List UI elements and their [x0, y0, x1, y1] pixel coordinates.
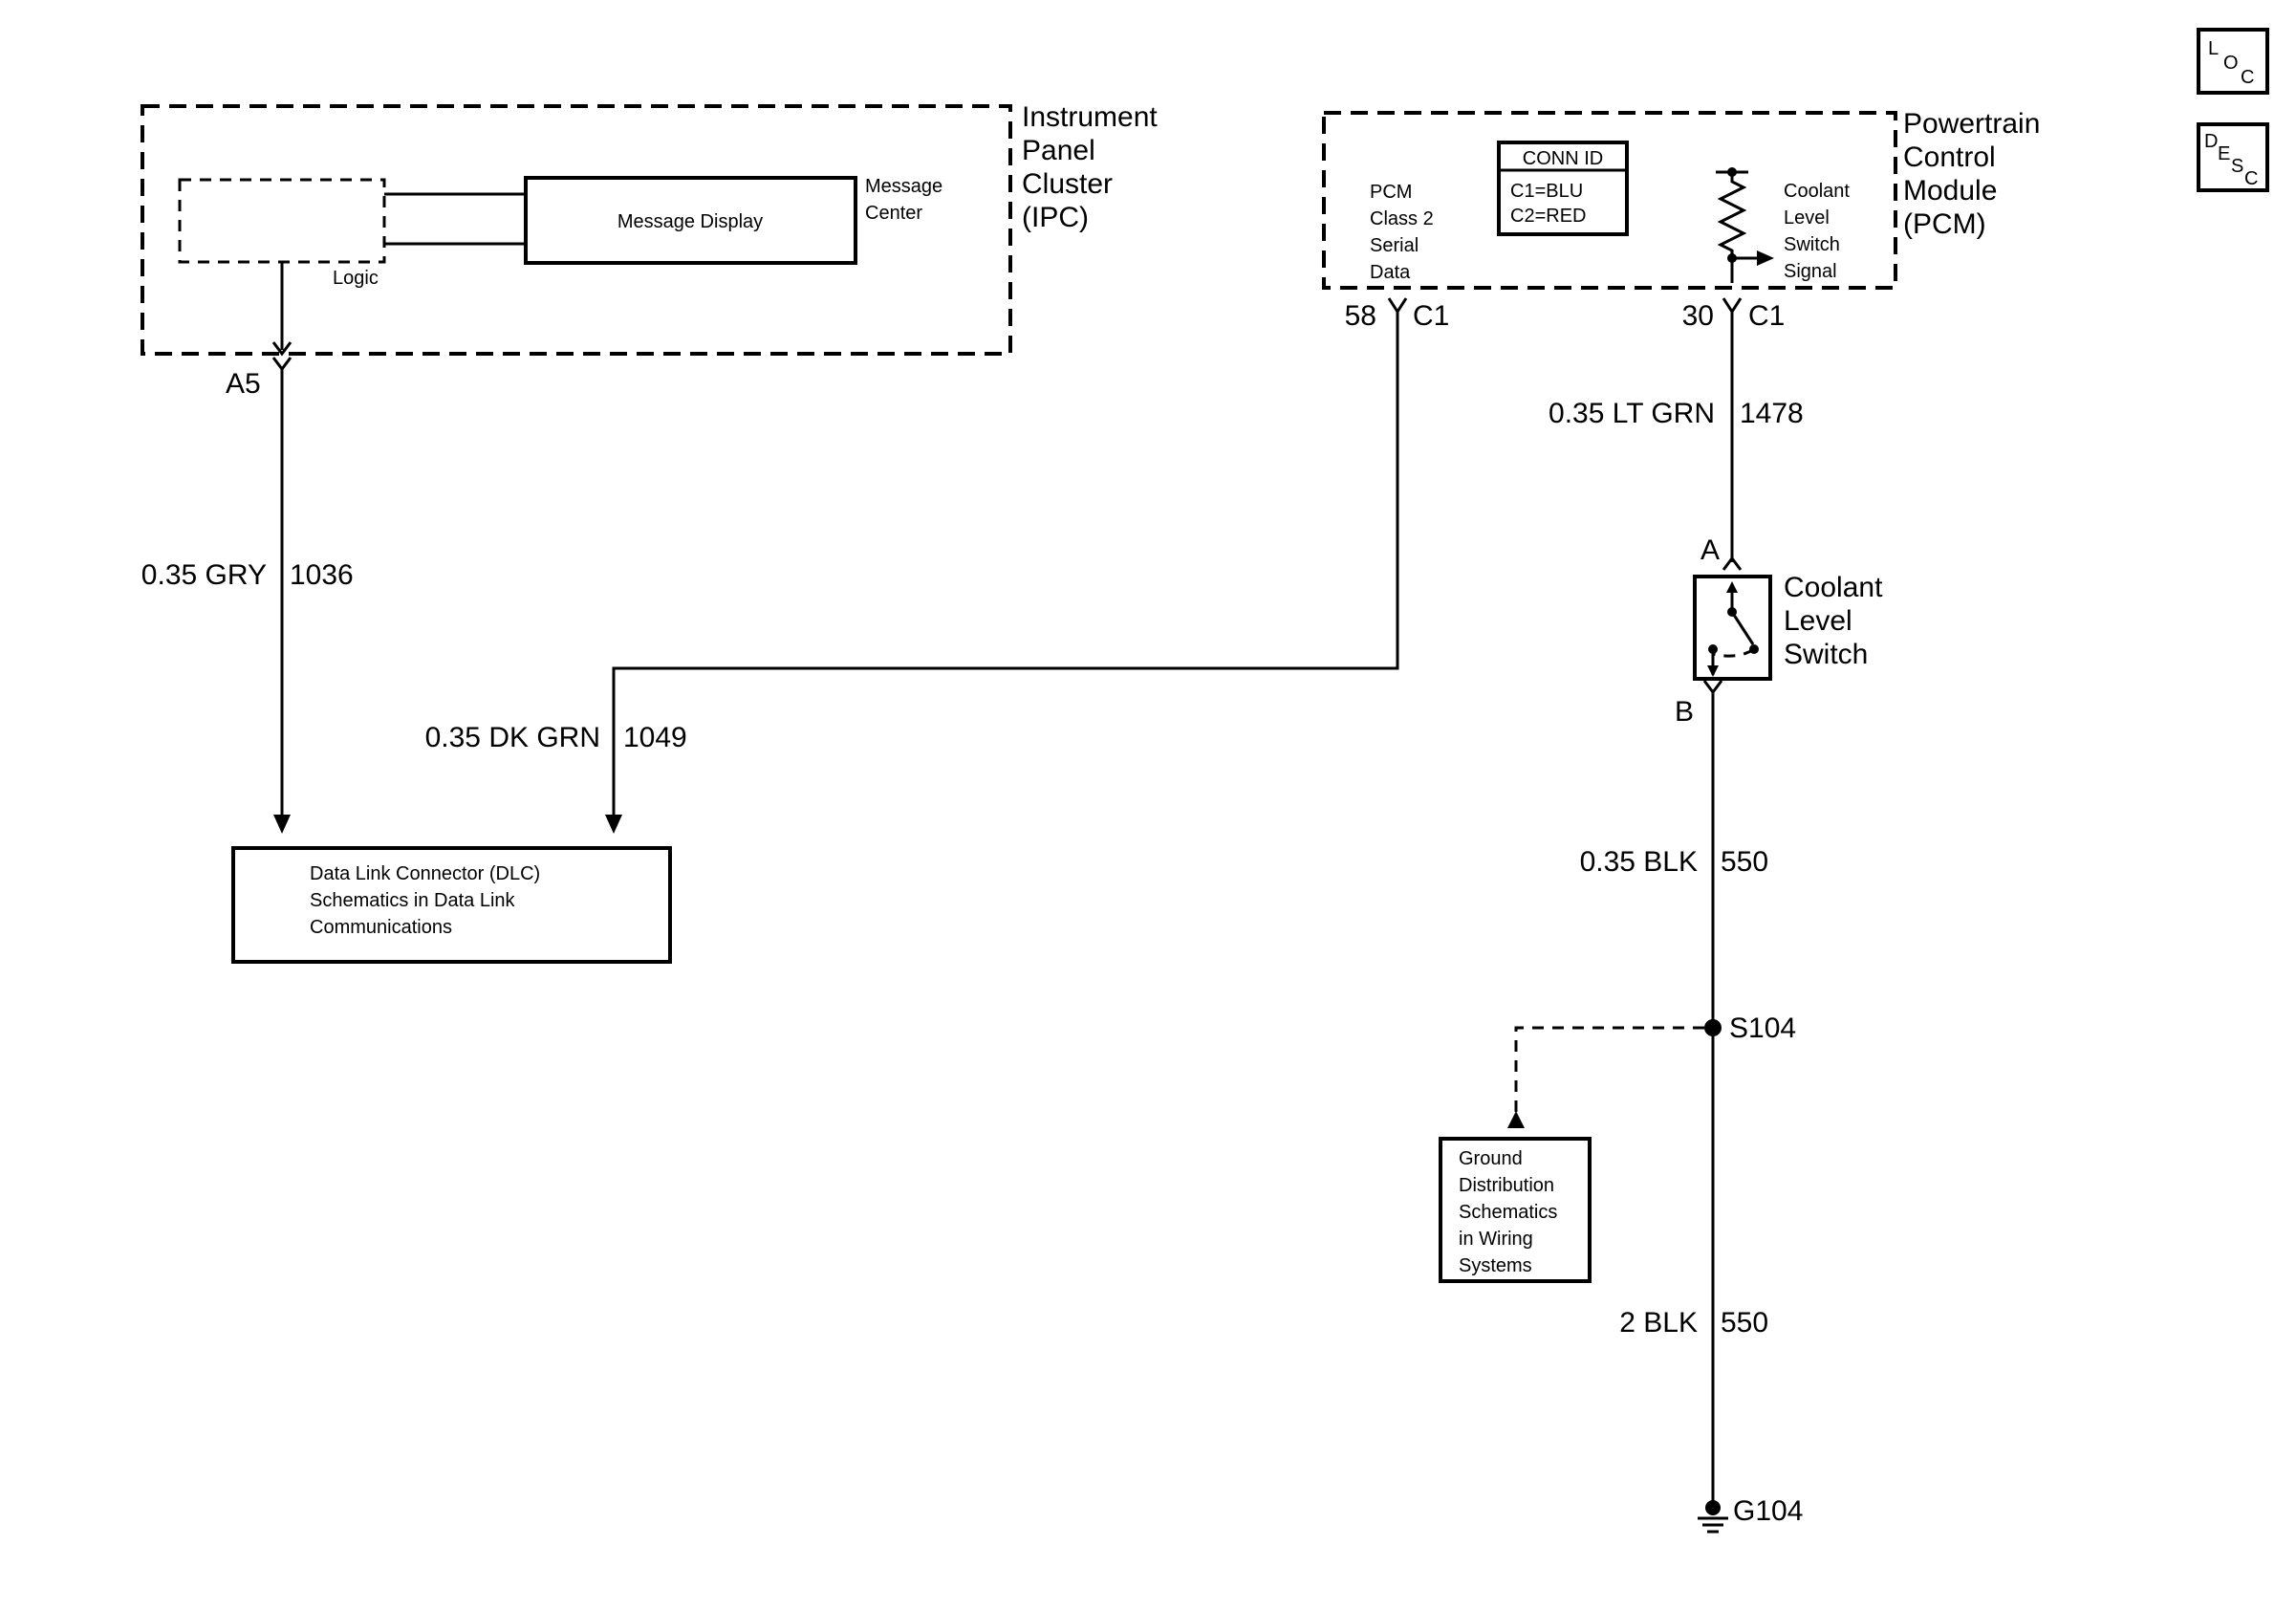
conn-id-line-2: C2=RED	[1510, 206, 1586, 227]
pcm-signal-line-4: Signal	[1784, 261, 1837, 282]
pcm-serial-line-4: Data	[1370, 262, 1411, 283]
pcm-pin-58-connector	[1387, 297, 1408, 315]
conn-id-title: CONN ID	[1523, 148, 1603, 169]
switch-blade	[1730, 611, 1755, 645]
dlc-arrow-right	[605, 815, 622, 834]
wire-blk-small-circuit: 550	[1721, 846, 1768, 878]
pcm-serial-pin: 58	[1345, 300, 1376, 332]
wire-gry-gauge: 0.35 GRY	[141, 559, 267, 591]
ground-box-line-3: Schematics	[1459, 1202, 1557, 1223]
wire-blk-big-gauge: 2 BLK	[1619, 1307, 1698, 1339]
conn-id-line-1: C1=BLU	[1510, 181, 1583, 202]
ground-ref-arrow	[1507, 1111, 1525, 1128]
pcm-serial-line-2: Class 2	[1370, 208, 1434, 229]
logic-label: Logic	[333, 268, 379, 289]
ground-box-line-1: Ground	[1459, 1148, 1523, 1169]
wire-dkgrn-gauge: 0.35 DK GRN	[425, 722, 600, 753]
pull-up-resistor	[1717, 172, 1747, 258]
ground-box-line-5: Systems	[1459, 1255, 1532, 1276]
message-center-line-1: Message	[865, 176, 942, 197]
ipc-name-line-4: (IPC)	[1022, 202, 1089, 233]
dlc-box	[231, 846, 672, 964]
desc-icon-frame	[2197, 122, 2269, 192]
loc-letter-1: L	[2208, 38, 2219, 59]
loc-icon[interactable]: L O C	[2197, 28, 2269, 95]
pcm-serial-line-1: PCM	[1370, 182, 1412, 203]
ipc-name-line-3: Cluster	[1022, 168, 1113, 200]
pcm-pin-30-connector	[1722, 297, 1743, 315]
message-center-line-2: Center	[865, 203, 922, 224]
message-display-box	[524, 176, 857, 265]
pcm-name-line-2: Control	[1903, 142, 1996, 173]
switch-arrow-up	[1726, 581, 1738, 593]
desc-letter-1: D	[2204, 131, 2218, 152]
ipc-name-line-1: Instrument	[1022, 101, 1158, 133]
loc-icon-frame	[2197, 28, 2269, 95]
wire-dkgrn-circuit: 1049	[623, 722, 687, 753]
ipc-pin-a5: A5	[226, 368, 261, 400]
pcm-signal-line-1: Coolant	[1784, 181, 1850, 202]
pcm-name-line-1: Powertrain	[1903, 108, 2040, 140]
signal-sense-arrow	[1757, 250, 1774, 266]
dlc-line-2: Schematics in Data Link	[310, 890, 516, 911]
switch-name-line-2: Level	[1784, 605, 1852, 637]
desc-icon[interactable]: D E S C	[2197, 122, 2269, 192]
dlc-line-3: Communications	[310, 917, 452, 938]
pcm-dashed-outline	[1322, 111, 1897, 290]
switch-mechanical-link	[1712, 647, 1755, 658]
pcm-name-line-3: Module	[1903, 175, 1997, 207]
wire-blk-big-circuit: 550	[1721, 1307, 1768, 1339]
switch-pin-a-connector	[1722, 555, 1743, 571]
ground-g104-node	[1705, 1500, 1721, 1515]
ground-box-line-4: in Wiring	[1459, 1229, 1533, 1250]
conn-id-box	[1497, 141, 1629, 236]
pcm-signal-line-2: Level	[1784, 207, 1830, 229]
switch-pin-b: B	[1675, 696, 1694, 728]
ground-distribution-box	[1439, 1137, 1592, 1283]
desc-letter-2: E	[2218, 143, 2230, 164]
pcm-signal-line-3: Switch	[1784, 234, 1840, 255]
wire-gry-circuit: 1036	[290, 559, 354, 591]
switch-pin-a: A	[1700, 534, 1720, 566]
pcm-name-line-4: (PCM)	[1903, 208, 1986, 240]
a5-connector-top	[271, 341, 292, 357]
splice-label: S104	[1729, 1012, 1796, 1044]
loc-letter-2: O	[2223, 53, 2239, 74]
splice-ref-dashed	[1514, 1026, 1704, 1115]
pcm-serial-connector: C1	[1413, 300, 1449, 332]
wire-ltgrn-gauge: 0.35 LT GRN	[1549, 398, 1715, 429]
ipc-dashed-outline	[141, 104, 1012, 356]
ground-label: G104	[1733, 1495, 1803, 1527]
dlc-line-1: Data Link Connector (DLC)	[310, 863, 540, 884]
switch-pin-b-connector	[1702, 680, 1723, 695]
wire-blk-small-gauge: 0.35 BLK	[1580, 846, 1698, 878]
wire-ltgrn-circuit: 1478	[1740, 398, 1804, 429]
loc-letter-3: C	[2241, 67, 2254, 88]
desc-letter-3: S	[2231, 156, 2243, 177]
logic-block	[178, 178, 386, 264]
pcm-serial-line-3: Serial	[1370, 235, 1419, 256]
ground-box-line-2: Distribution	[1459, 1175, 1554, 1196]
splice-s104	[1704, 1019, 1722, 1036]
ipc-name-line-2: Panel	[1022, 135, 1095, 166]
pcm-signal-pin: 30	[1682, 300, 1714, 332]
switch-arrow-down	[1707, 665, 1719, 677]
desc-letter-4: C	[2244, 168, 2258, 189]
dlc-arrow-left	[273, 815, 291, 834]
switch-name-line-3: Switch	[1784, 639, 1868, 670]
switch-name-line-1: Coolant	[1784, 572, 1883, 603]
message-display-label: Message Display	[617, 211, 763, 232]
wire-dkgrn-1049	[612, 319, 1399, 822]
pcm-signal-connector: C1	[1748, 300, 1785, 332]
